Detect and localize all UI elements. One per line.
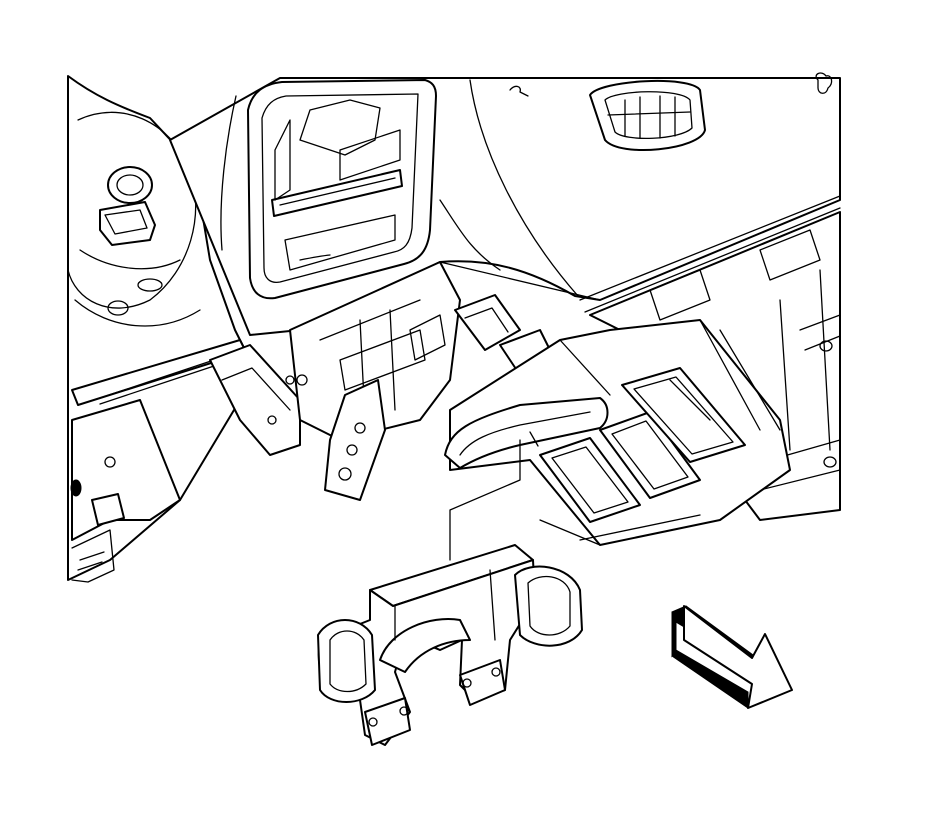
steering-column-area xyxy=(67,75,301,583)
rear-floor-duct xyxy=(317,544,583,746)
floor-air-duct-assembly xyxy=(444,319,791,561)
arrow-right-icon xyxy=(671,605,793,709)
